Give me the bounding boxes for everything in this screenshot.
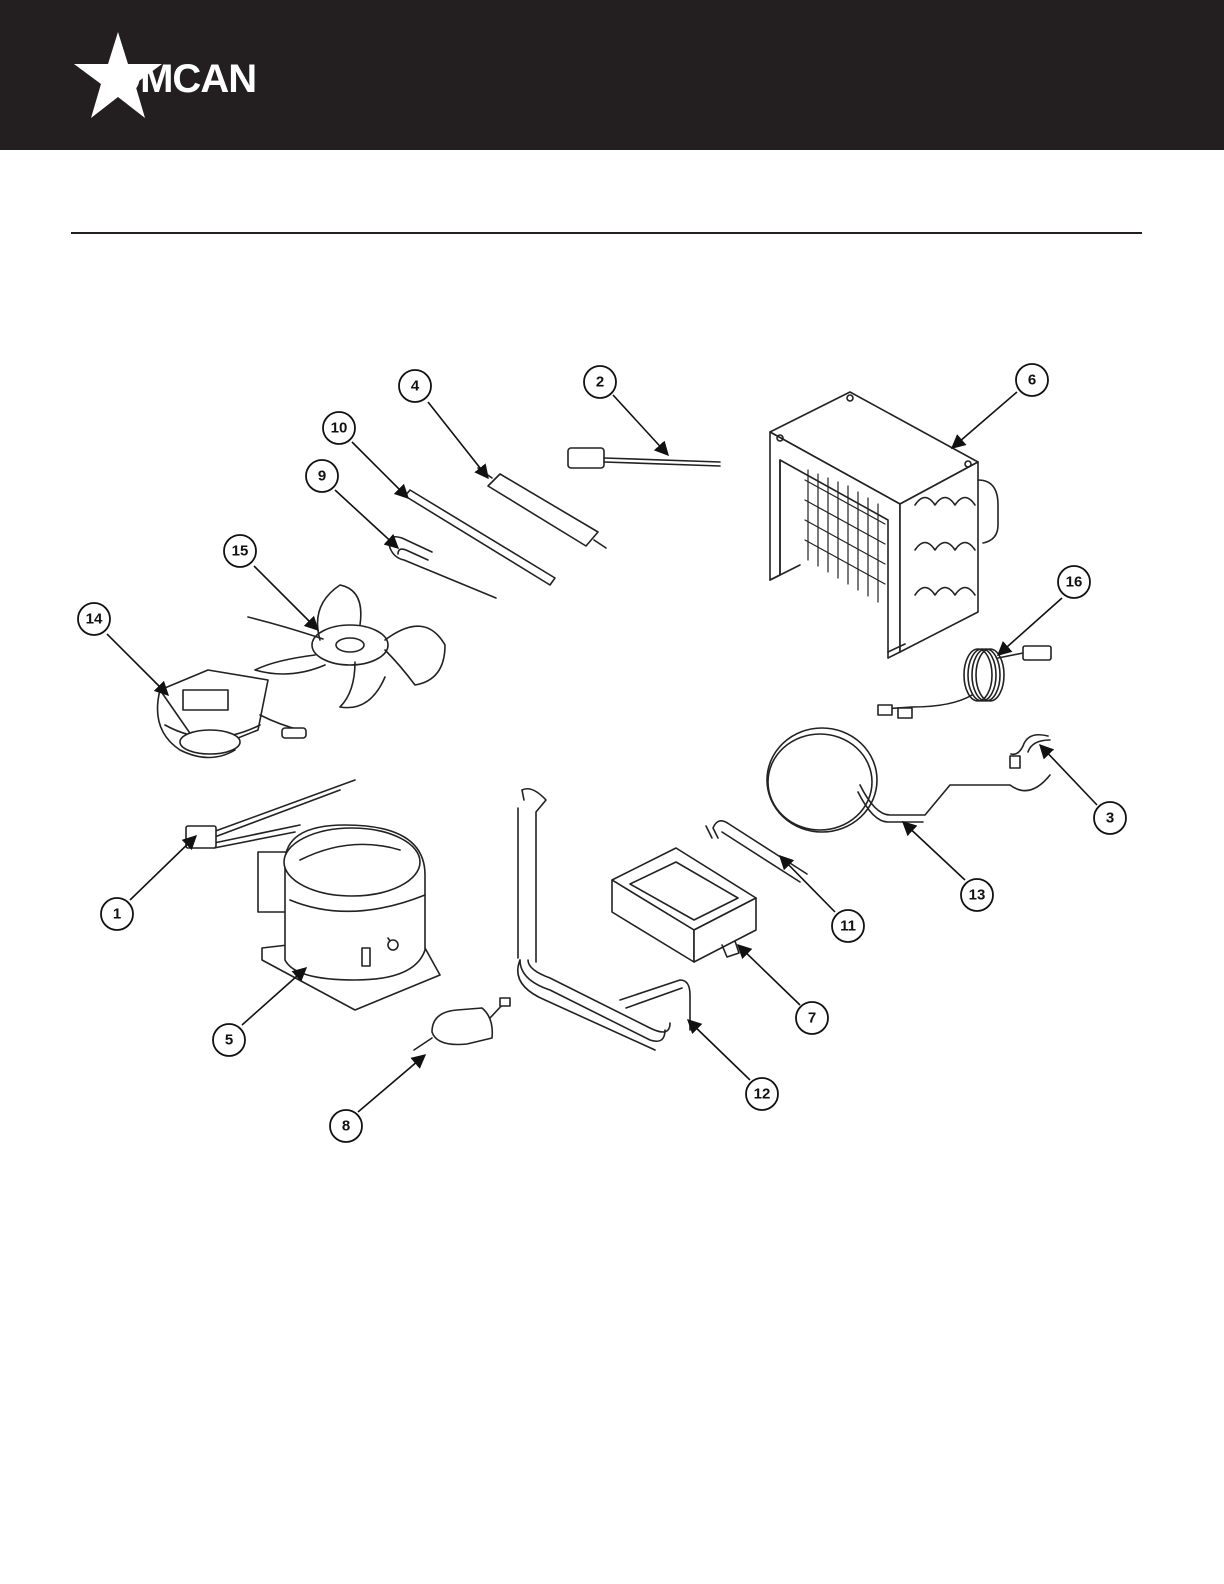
leader-2 xyxy=(613,395,668,455)
leader-9 xyxy=(335,490,398,548)
callout-6: 6 xyxy=(1016,364,1048,396)
callout-11: 11 xyxy=(832,910,864,942)
callout-1: 1 xyxy=(101,898,133,930)
leader-1 xyxy=(130,836,196,900)
svg-text:10: 10 xyxy=(331,420,348,437)
svg-text:3: 3 xyxy=(1106,810,1114,827)
svg-text:4: 4 xyxy=(411,378,420,395)
part-9-u-tube xyxy=(389,537,496,598)
part-14-fan-motor xyxy=(158,670,307,758)
svg-text:12: 12 xyxy=(754,1086,771,1103)
callout-16: 16 xyxy=(1058,566,1090,598)
part-15-fan-blade xyxy=(248,585,445,708)
leader-13 xyxy=(903,822,965,880)
part-3-small-harness xyxy=(1010,735,1050,768)
part-2-probe xyxy=(568,448,720,468)
leader-10 xyxy=(352,442,408,498)
part-7-drip-tray xyxy=(612,848,756,962)
svg-text:2: 2 xyxy=(596,374,604,391)
callout-10: 10 xyxy=(323,412,355,444)
svg-text:11: 11 xyxy=(840,918,856,935)
leader-8 xyxy=(358,1055,425,1112)
leader-4 xyxy=(428,402,488,478)
callout-14: 14 xyxy=(78,603,110,635)
callout-7: 7 xyxy=(796,1002,828,1034)
callout-9: 9 xyxy=(306,460,338,492)
callout-12: 12 xyxy=(746,1078,778,1110)
svg-text:13: 13 xyxy=(969,887,986,904)
leader-14 xyxy=(107,634,168,695)
part-16-power-cord xyxy=(878,646,1051,718)
callout-8: 8 xyxy=(330,1110,362,1142)
callout-2: 2 xyxy=(584,366,616,398)
callout-4: 4 xyxy=(399,370,431,402)
callout-15: 15 xyxy=(224,535,256,567)
svg-text:5: 5 xyxy=(225,1032,233,1049)
part-5-compressor xyxy=(258,825,440,1010)
svg-text:8: 8 xyxy=(342,1118,350,1135)
leader-5 xyxy=(242,968,306,1025)
leader-12 xyxy=(688,1020,750,1080)
callout-3: 3 xyxy=(1094,802,1126,834)
part-11-bent-tube xyxy=(706,821,807,882)
part-8-filter-drier xyxy=(414,998,510,1050)
leader-11 xyxy=(780,856,835,912)
leader-7 xyxy=(738,945,800,1005)
svg-text:7: 7 xyxy=(808,1010,816,1027)
callout-13: 13 xyxy=(961,879,993,911)
svg-text:1: 1 xyxy=(113,906,121,923)
svg-text:9: 9 xyxy=(318,468,326,485)
part-13-capillary-tube xyxy=(767,728,1050,832)
leader-3 xyxy=(1040,745,1097,805)
svg-text:15: 15 xyxy=(232,543,249,560)
part-4-power-supply xyxy=(478,468,606,548)
svg-text:16: 16 xyxy=(1066,574,1083,591)
callout-5: 5 xyxy=(213,1024,245,1056)
leader-6 xyxy=(952,392,1017,448)
svg-text:6: 6 xyxy=(1028,372,1036,389)
svg-text:14: 14 xyxy=(86,611,103,628)
part-6-condenser-coil xyxy=(770,392,998,658)
